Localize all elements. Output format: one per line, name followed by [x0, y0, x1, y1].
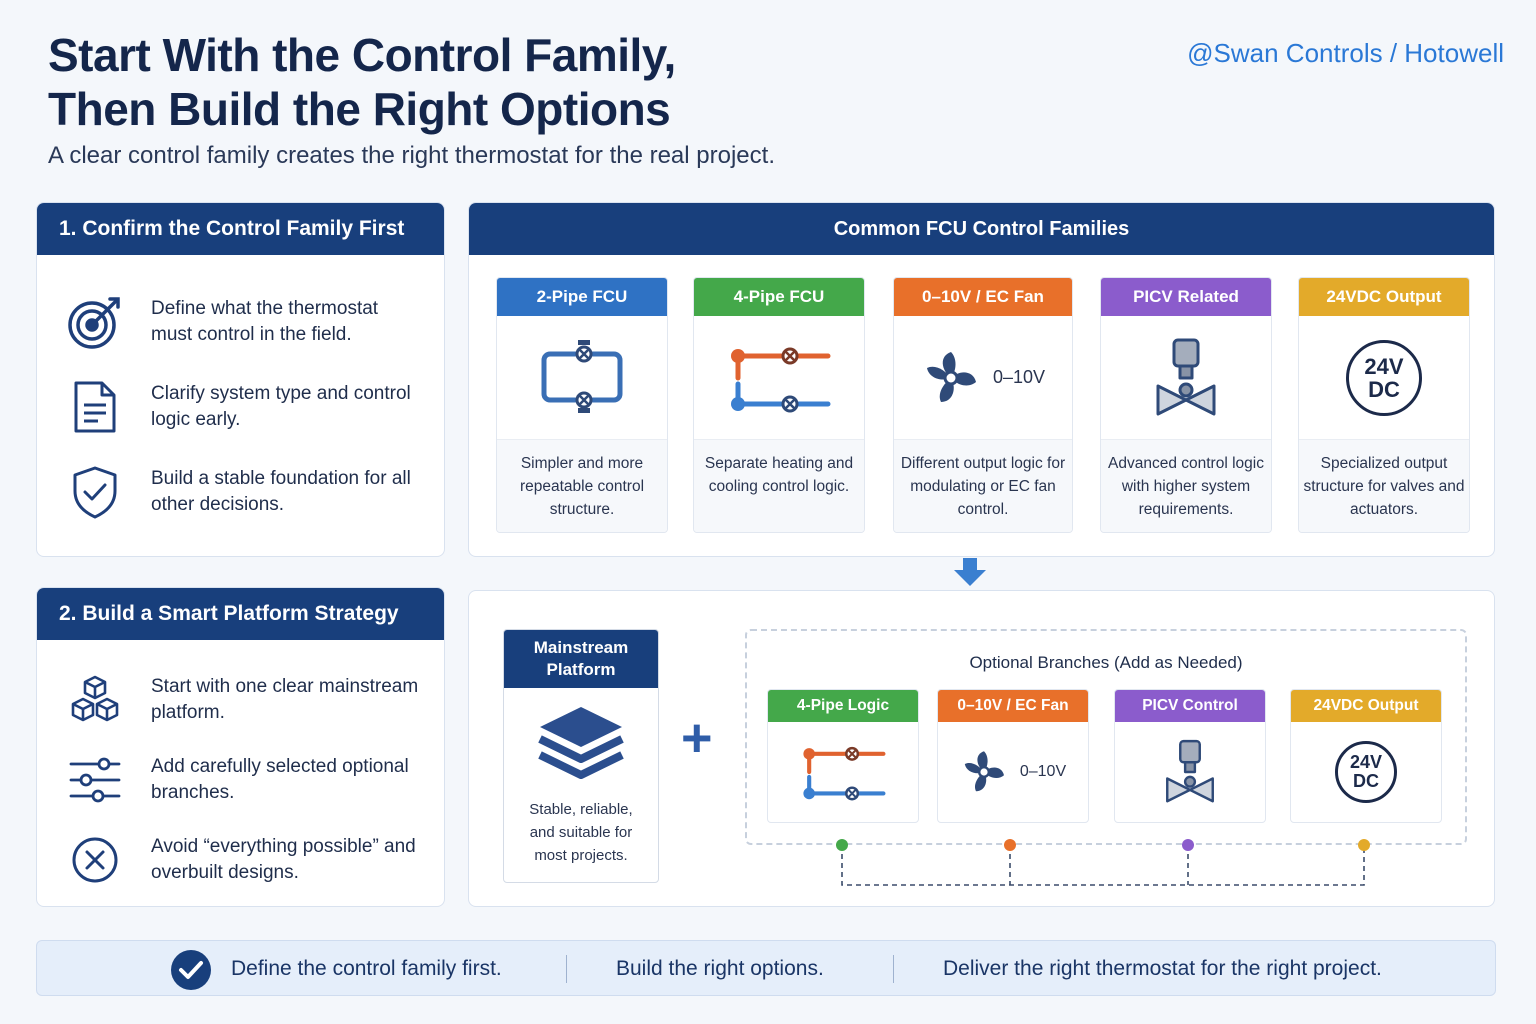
family-card-header: 24VDC Output — [1299, 278, 1469, 316]
shield-check-icon — [65, 462, 125, 522]
arrow-down-icon — [952, 558, 988, 593]
option-card-header: 4-Pipe Logic — [768, 690, 918, 722]
family-card-header: 0–10V / EC Fan — [894, 278, 1072, 316]
connector-dot-yellow — [1358, 839, 1370, 851]
mainstream-desc: Stable, reliable, and suitable for most … — [529, 801, 633, 864]
mainstream-title: Mainstream Platform — [504, 630, 658, 688]
family-card-header: PICV Related — [1101, 278, 1271, 316]
optional-branches-box: Optional Branches (Add as Needed) 4-Pipe… — [745, 629, 1467, 845]
valve-icon — [1101, 316, 1271, 440]
summary-item-1: Define the control family first. — [231, 957, 502, 980]
family-card-desc: Separate heating and cooling control log… — [694, 440, 864, 532]
layers-icon — [504, 688, 658, 798]
summary-divider — [566, 955, 567, 983]
optional-branches-title: Optional Branches (Add as Needed) — [969, 653, 1243, 672]
family-card-desc: Specialized output structure for valves … — [1299, 440, 1469, 532]
option-card-24vdc: 24VDC Output 24V DC — [1290, 689, 1442, 823]
dc-badge-line-2: DC — [1368, 376, 1400, 402]
step-avoid: Avoid “everything possible” and overbuil… — [65, 820, 444, 900]
title-line-1: Start With the Control Family, — [48, 29, 676, 81]
page-subtitle: A clear control family creates the right… — [48, 142, 775, 169]
fan-icon — [964, 751, 1004, 792]
family-card-24vdc: 24VDC Output 24V DC Specialized output s… — [1298, 277, 1470, 533]
fan-icon — [926, 351, 976, 402]
family-card-header: 4-Pipe FCU — [694, 278, 864, 316]
step-text: Add carefully selected optional branches… — [151, 756, 409, 803]
fan-voltage-label: 0–10V — [992, 367, 1046, 387]
dc-badge-picture: 24V DC — [1299, 316, 1469, 440]
step-mainstream: Start with one clear mainstream platform… — [65, 660, 444, 740]
step-text: Avoid “everything possible” and overbuil… — [151, 836, 416, 883]
mainstream-title-line-1: Mainstream — [533, 638, 629, 657]
family-card-picv: PICV Related Advanced control logic with… — [1100, 277, 1272, 533]
x-circle-icon — [65, 830, 125, 890]
four-pipe-icon — [694, 316, 864, 440]
page-title: Start With the Control Family, Then Buil… — [48, 28, 676, 136]
cubes-icon — [65, 670, 125, 730]
summary-bar: Define the control family first. Build t… — [36, 940, 1496, 996]
step-clarify: Clarify system type and control logic ea… — [65, 364, 444, 449]
branch-connectors — [836, 839, 1370, 886]
dc-badge-line-2: DC — [1353, 771, 1379, 791]
summary-item-3: Deliver the right thermostat for the rig… — [943, 957, 1382, 980]
sliders-icon — [65, 750, 125, 810]
step-foundation: Build a stable foundation for all other … — [65, 449, 444, 534]
step-text: Clarify system type and control logic ea… — [151, 382, 411, 430]
title-line-2: Then Build the Right Options — [48, 83, 671, 135]
check-circle-icon — [170, 949, 212, 996]
fan-voltage-label: 0–10V — [1019, 763, 1067, 780]
families-panel: Common FCU Control Families 2-Pipe FCU S… — [468, 202, 1495, 557]
section-1-title: 1. Confirm the Control Family First — [37, 203, 444, 255]
option-card-picv: PICV Control — [1114, 689, 1266, 823]
dc-badge-line-1: 24V — [1364, 353, 1404, 379]
families-title: Common FCU Control Families — [469, 203, 1494, 255]
step-define: Define what the thermostat must control … — [65, 279, 444, 364]
dc-badge-picture: 24V DC — [1291, 722, 1441, 822]
option-card-ecfan: 0–10V / EC Fan 0–10V — [937, 689, 1089, 823]
dc-badge-icon: 24V DC — [1335, 741, 1397, 803]
target-icon — [65, 292, 125, 352]
option-card-header: 24VDC Output — [1291, 690, 1441, 722]
family-card-desc: Advanced control logic with higher syste… — [1101, 440, 1271, 532]
family-card-ecfan: 0–10V / EC Fan 0–10V Different output lo… — [893, 277, 1073, 533]
connector-dot-green — [836, 839, 848, 851]
two-pipe-icon — [497, 316, 667, 440]
four-pipe-icon — [768, 722, 918, 822]
section-2-title: 2. Build a Smart Platform Strategy — [37, 588, 444, 640]
step-optional: Add carefully selected optional branches… — [65, 740, 444, 820]
option-card-4pipe: 4-Pipe Logic — [767, 689, 919, 823]
connector-dot-orange — [1004, 839, 1016, 851]
connector-dot-purple — [1182, 839, 1194, 851]
brand-label: @Swan Controls / Hotowell — [1187, 38, 1504, 68]
section-platform-strategy: 2. Build a Smart Platform Strategy Start… — [36, 587, 445, 907]
option-card-header: PICV Control — [1115, 690, 1265, 722]
step-text: Build a stable foundation for all other … — [151, 467, 411, 515]
family-card-desc: Simpler and more repeatable control stru… — [497, 440, 667, 532]
platform-panel: Mainstream Platform Stable, reliable, an… — [468, 590, 1495, 907]
option-card-header: 0–10V / EC Fan — [938, 690, 1088, 722]
plus-icon: + — [681, 708, 713, 768]
mainstream-title-line-2: Platform — [546, 660, 616, 679]
summary-item-2: Build the right options. — [616, 957, 824, 980]
family-card-2pipe: 2-Pipe FCU Simpler and more repeatable c… — [496, 277, 668, 533]
fan-picture: 0–10V — [894, 316, 1072, 440]
family-card-header: 2-Pipe FCU — [497, 278, 667, 316]
summary-divider — [893, 955, 894, 983]
family-card-desc: Different output logic for modulating or… — [894, 440, 1072, 532]
family-card-4pipe: 4-Pipe FCU Separate heating and cooling … — [693, 277, 865, 533]
step-text: Start with one clear mainstream platform… — [151, 676, 419, 723]
valve-icon — [1115, 722, 1265, 822]
mainstream-platform-card: Mainstream Platform Stable, reliable, an… — [503, 629, 659, 883]
dc-badge-line-1: 24V — [1349, 752, 1383, 772]
fan-picture: 0–10V — [938, 722, 1088, 822]
dc-badge-icon: 24V DC — [1346, 339, 1422, 416]
section-confirm-family: 1. Confirm the Control Family First Defi… — [36, 202, 445, 557]
document-icon — [65, 377, 125, 437]
step-text: Define what the thermostat must control … — [151, 297, 379, 345]
